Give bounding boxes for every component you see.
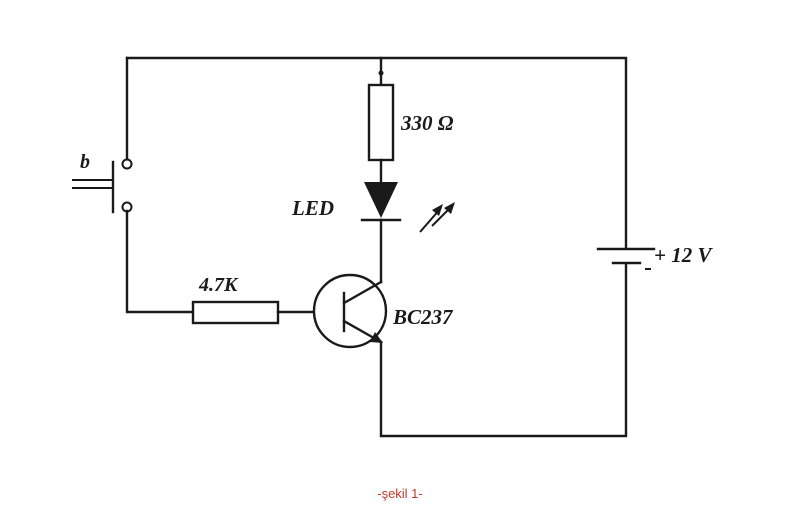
collector-resistor [367,83,395,162]
transistor-circle [312,273,388,349]
led-arrowhead-1 [432,204,443,216]
switch-label: b [80,151,90,173]
base-resistor [191,300,280,325]
transistor-collector [342,280,383,305]
figure-caption: -şekil 1- [377,486,423,501]
battery-symbol [596,247,656,270]
led-label: LED [291,196,334,220]
switch-contact-top [121,158,133,170]
emitter-arrow [370,332,383,343]
bottom-wire [379,263,628,438]
battery-label: + 12 V [654,243,713,267]
left-wire-bottom [125,209,195,314]
base-resistor-label: 4.7K [198,274,239,296]
led-symbol [360,182,455,233]
push-button-switch [72,158,133,214]
top-wire [125,56,628,250]
transistor-label: BC237 [392,305,454,329]
collector-resistor-label: 330 Ω [400,111,454,135]
transistor-symbol [312,273,388,349]
led-arrowhead-2 [444,202,455,214]
led-triangle [364,182,398,218]
